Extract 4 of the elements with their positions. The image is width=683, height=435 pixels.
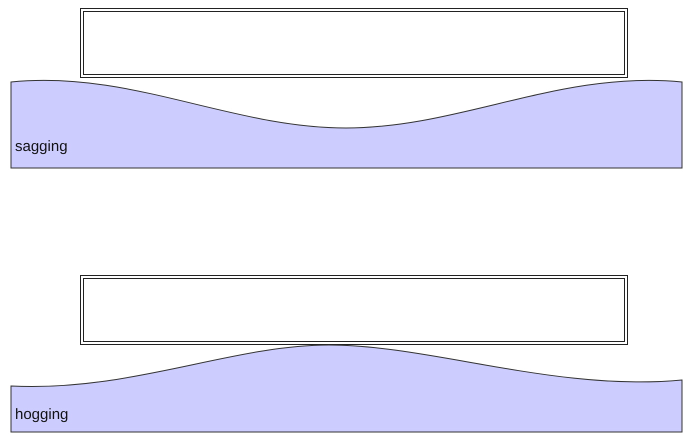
wave-label: sagging (15, 138, 68, 155)
hull-beam (80, 8, 628, 78)
wave-label: hogging (15, 406, 68, 423)
hull-beam (80, 275, 628, 345)
